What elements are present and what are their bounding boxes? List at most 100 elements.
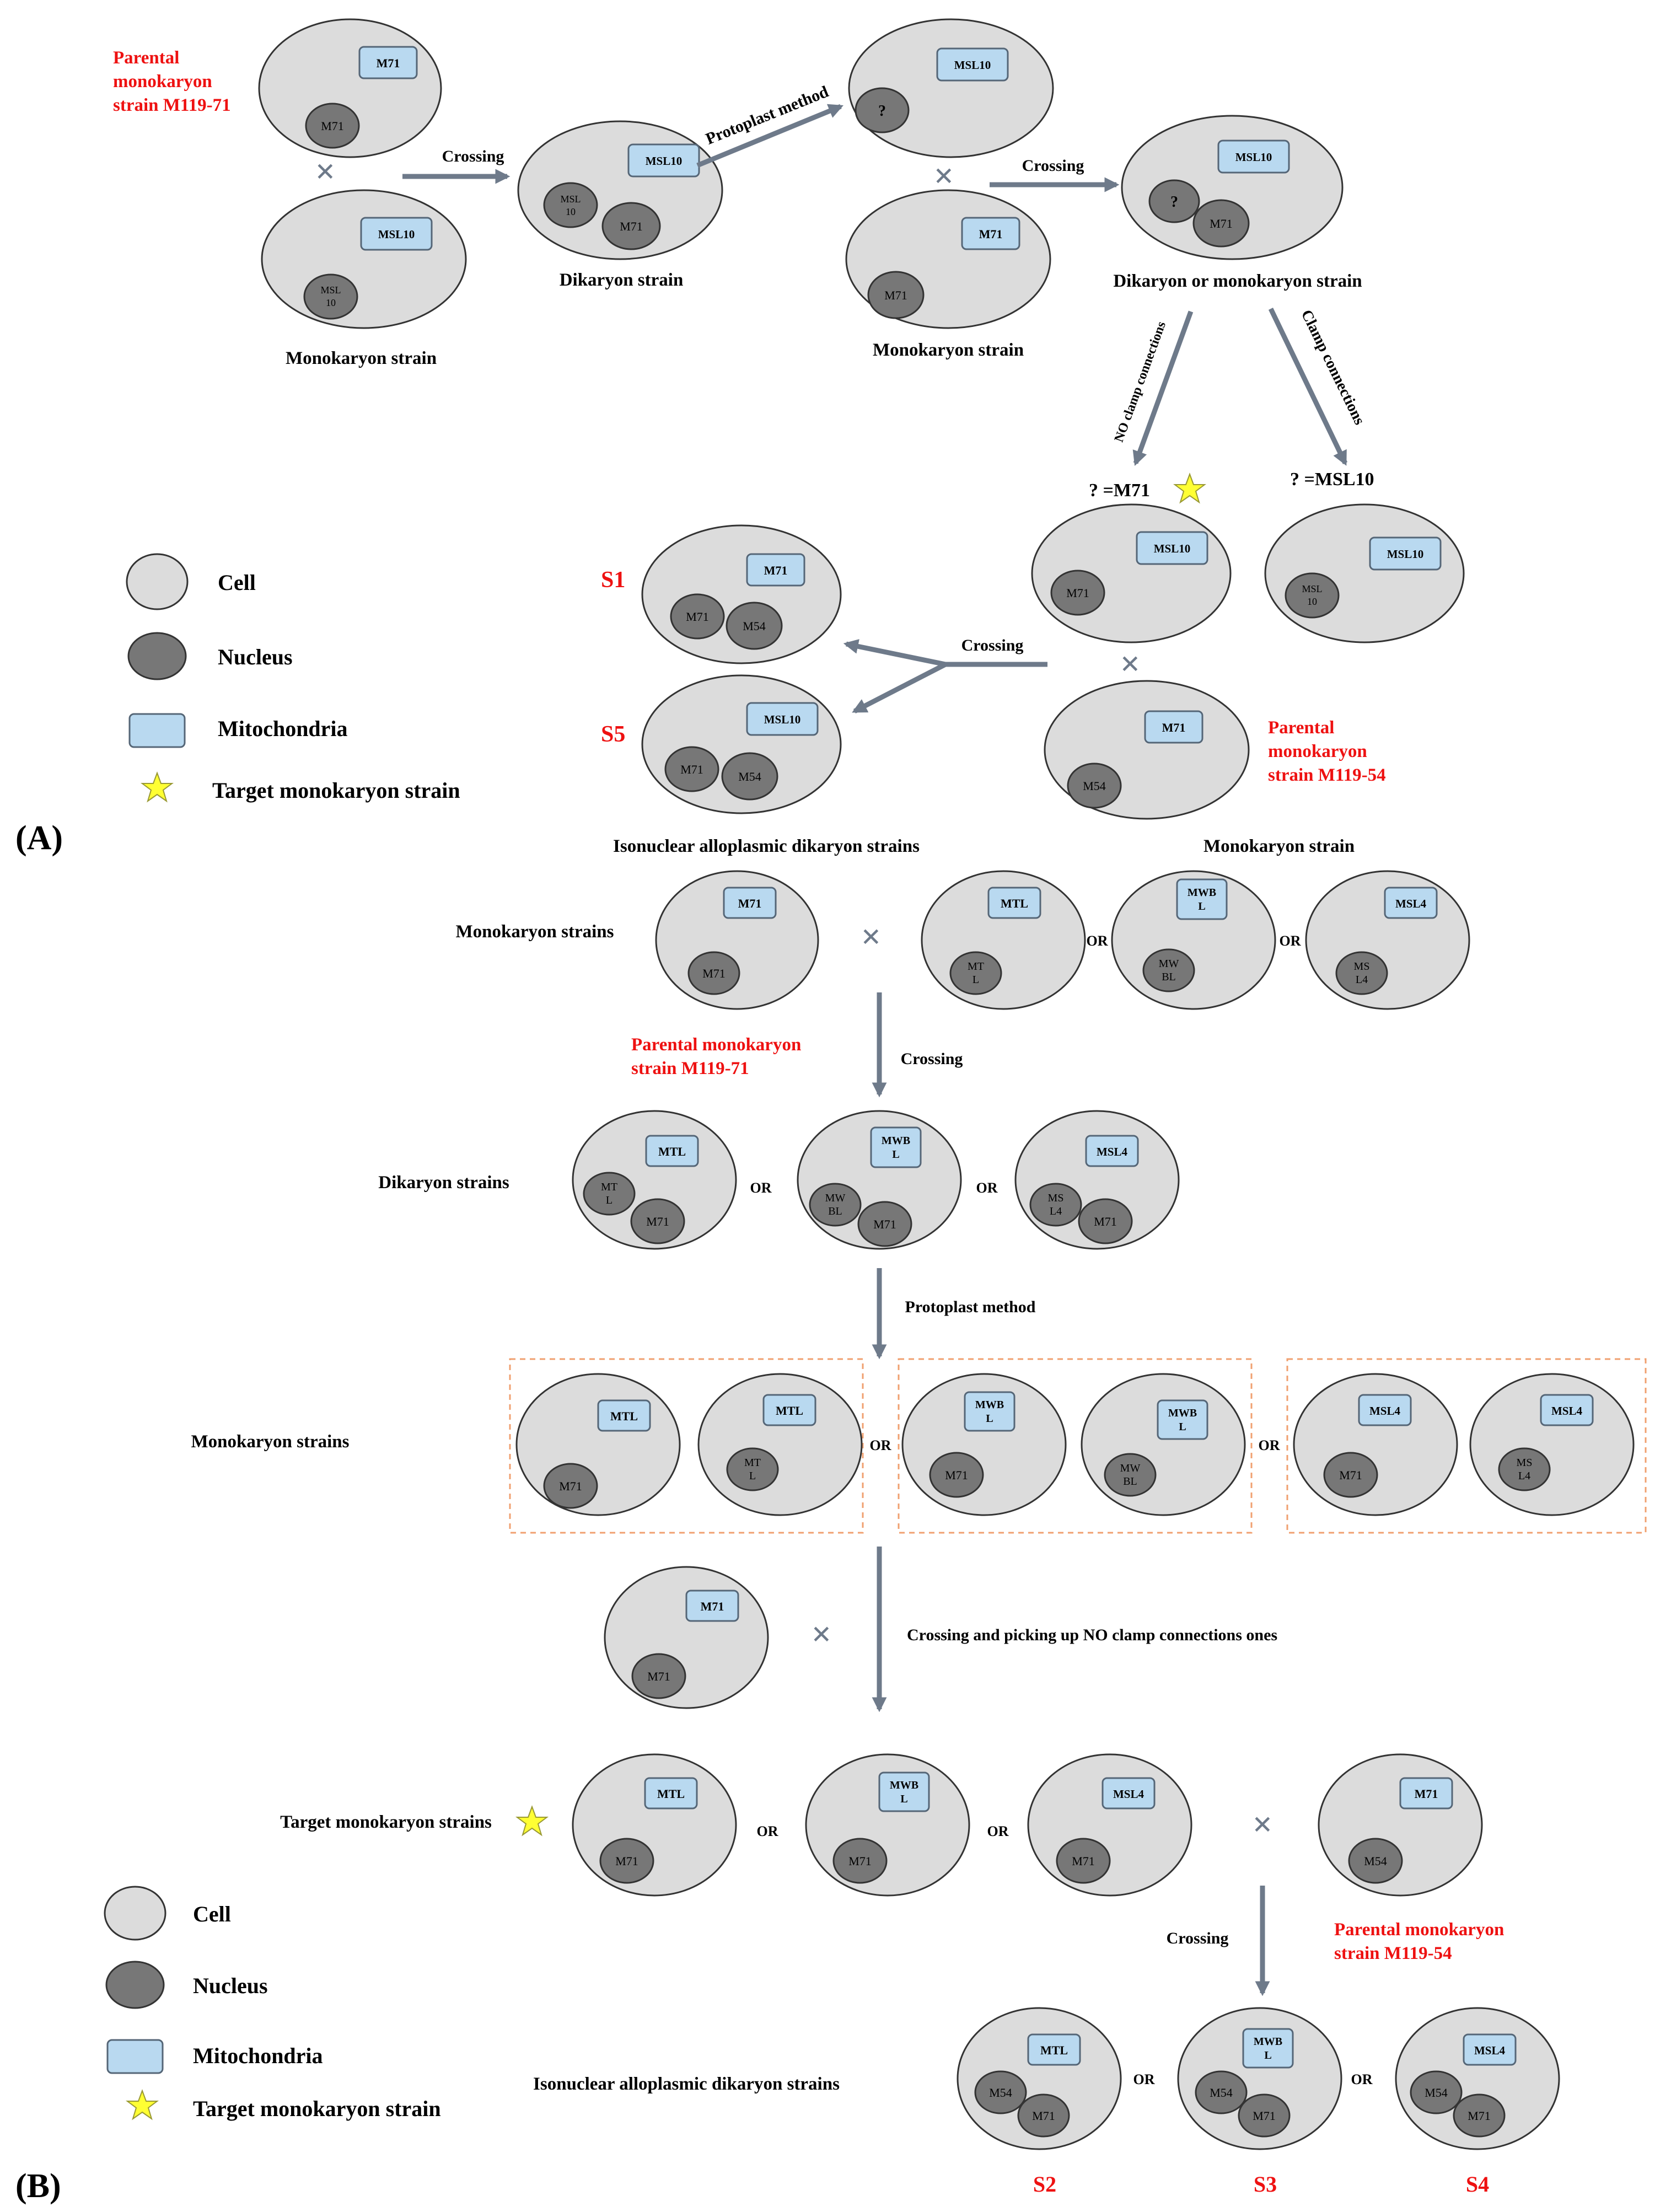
nucleus-label-l1: MSL <box>560 194 581 205</box>
mitochondria-label: MSL10 <box>764 713 801 726</box>
nucleus-msl4 <box>1029 1183 1082 1227</box>
crossing-arrow-3-down <box>852 662 947 714</box>
mitochondria <box>961 217 1020 250</box>
mitochondria-label: MTL <box>658 1145 686 1158</box>
or-label: OR <box>976 1180 998 1196</box>
cell-result-m71: MSL10 M71 <box>1031 503 1232 643</box>
nucleus-label: M71 <box>702 967 726 980</box>
mitochondria-label: MSL4 <box>1395 897 1427 910</box>
cell-body <box>604 1566 769 1709</box>
mitochondria-label-l2: L <box>1198 900 1205 912</box>
nucleus-label: M71 <box>848 1854 872 1868</box>
cell-s3: MWB L M54 M71 <box>1177 2007 1342 2150</box>
nucleus-label-l2: BL <box>1162 971 1176 983</box>
parental-m119-71-label-l2: strain M119-71 <box>631 1059 749 1078</box>
mitochondria-label: M71 <box>701 1599 724 1613</box>
s1-label: S1 <box>601 567 625 593</box>
cell-monokaryon-msl10: MSL10 MSL 10 <box>261 189 467 329</box>
mitochondria-label-l1: MWB <box>1168 1407 1197 1419</box>
mitochondria <box>878 1771 930 1812</box>
mitochondria-label: MSL10 <box>1154 542 1191 555</box>
mitochondria-label: M71 <box>377 56 400 70</box>
s4-label: S4 <box>1466 2172 1489 2197</box>
nucleus-label-l1: MSL <box>1302 583 1322 594</box>
nucleus <box>832 1838 888 1884</box>
protoplast-method-label-b: Protoplast method <box>905 1298 1036 1316</box>
mitochondria <box>1369 536 1442 571</box>
or-label: OR <box>1087 933 1108 949</box>
nucleus <box>929 1452 984 1498</box>
legend-star-icon <box>142 772 173 802</box>
mitochondria-label: MTL <box>610 1409 638 1423</box>
or-label: OR <box>1133 2071 1155 2087</box>
nucleus-label: M71 <box>321 119 344 133</box>
nucleus-m54 <box>974 2070 1027 2114</box>
legend-nucleus-label: Nucleus <box>193 1973 268 1998</box>
nucleus-label-l1: MS <box>1517 1457 1533 1469</box>
nucleus-m71 <box>664 746 719 792</box>
mitochondria-label: MSL10 <box>378 228 415 241</box>
target-star-icon <box>517 1806 547 1835</box>
monokaryon-strain-label: Monokaryon strain <box>1203 836 1355 856</box>
nucleus <box>1104 1453 1157 1497</box>
result-m71-label: ? =M71 <box>1089 480 1150 501</box>
dikaryon-strain-label: Dikaryon strain <box>560 270 684 290</box>
mitochondria <box>1102 1777 1156 1810</box>
nucleus <box>1323 1452 1378 1498</box>
cell-b1-m71: M71 M71 <box>655 870 819 1010</box>
nucleus-m54 <box>1195 2070 1248 2114</box>
mitochondria-label-l2: L <box>986 1413 993 1425</box>
nucleus <box>303 273 358 320</box>
mitochondria <box>645 1135 699 1167</box>
parental-m119-71-label-l3: strain M119-71 <box>113 95 231 115</box>
nucleus-label-l2: 10 <box>326 297 336 308</box>
nucleus <box>305 103 360 149</box>
mitochondria-label: MTL <box>657 1787 685 1801</box>
cell-result-msl10: MSL10 MSL 10 <box>1264 503 1465 643</box>
cross-symbol: × <box>315 152 335 191</box>
mitochondria <box>1358 1394 1412 1426</box>
cell-b2-mtl: MTL MT L M71 <box>572 1110 737 1250</box>
nucleus-label: M71 <box>1339 1468 1362 1482</box>
mitochondria <box>627 143 700 178</box>
cell-s1: M71 M71 M54 <box>641 524 842 664</box>
mitochondria-label: MTL <box>1040 2043 1068 2057</box>
nucleus-label: M54 <box>738 770 761 783</box>
nucleus <box>867 271 925 319</box>
nucleus-label-l2: 10 <box>566 206 576 217</box>
cell-s4: MSL4 M54 M71 <box>1395 2007 1560 2150</box>
mitochondria <box>1157 1399 1208 1440</box>
parental-m119-54-label-l2: strain M119-54 <box>1334 1943 1452 1963</box>
mitochondria <box>1399 1777 1453 1810</box>
nucleus-label-l2: L <box>972 974 979 986</box>
nucleus-label-l1: MT <box>968 960 984 973</box>
mitochondria-label-l1: MWB <box>882 1135 910 1147</box>
no-clamp-arrow <box>1132 310 1194 466</box>
nucleus-label: M71 <box>559 1479 582 1493</box>
nucleus-label: M54 <box>743 619 766 633</box>
nucleus <box>726 1447 779 1491</box>
nucleus <box>631 1653 686 1699</box>
nucleus-label: ? <box>878 103 886 120</box>
nucleus-label: M71 <box>686 610 709 624</box>
or-label: OR <box>750 1180 772 1196</box>
crossing-label-1: Crossing <box>442 147 504 165</box>
crossing-arrow-3-up <box>843 639 946 667</box>
legend-cell-label: Cell <box>193 1902 231 1926</box>
mitochondria-label: M71 <box>1162 721 1186 734</box>
monokaryon-strain-label: Monokaryon strain <box>873 340 1024 360</box>
mitochondria <box>1136 531 1208 565</box>
nucleus <box>1348 1838 1403 1884</box>
legend-cell-icon <box>104 1886 166 1941</box>
result-msl10-label: ? =MSL10 <box>1290 469 1374 490</box>
mitochondria <box>360 217 433 251</box>
cell-body <box>1318 1753 1483 1897</box>
cell-body <box>572 1753 737 1897</box>
cell-body <box>261 189 467 329</box>
parental-m119-54-label-l3: strain M119-54 <box>1268 765 1386 785</box>
crossing-label-2: Crossing <box>1022 157 1084 175</box>
protoplast-arrow <box>696 104 843 168</box>
nucleus-m54 <box>1410 2070 1463 2114</box>
nucleus-label-l2: L <box>606 1194 612 1206</box>
